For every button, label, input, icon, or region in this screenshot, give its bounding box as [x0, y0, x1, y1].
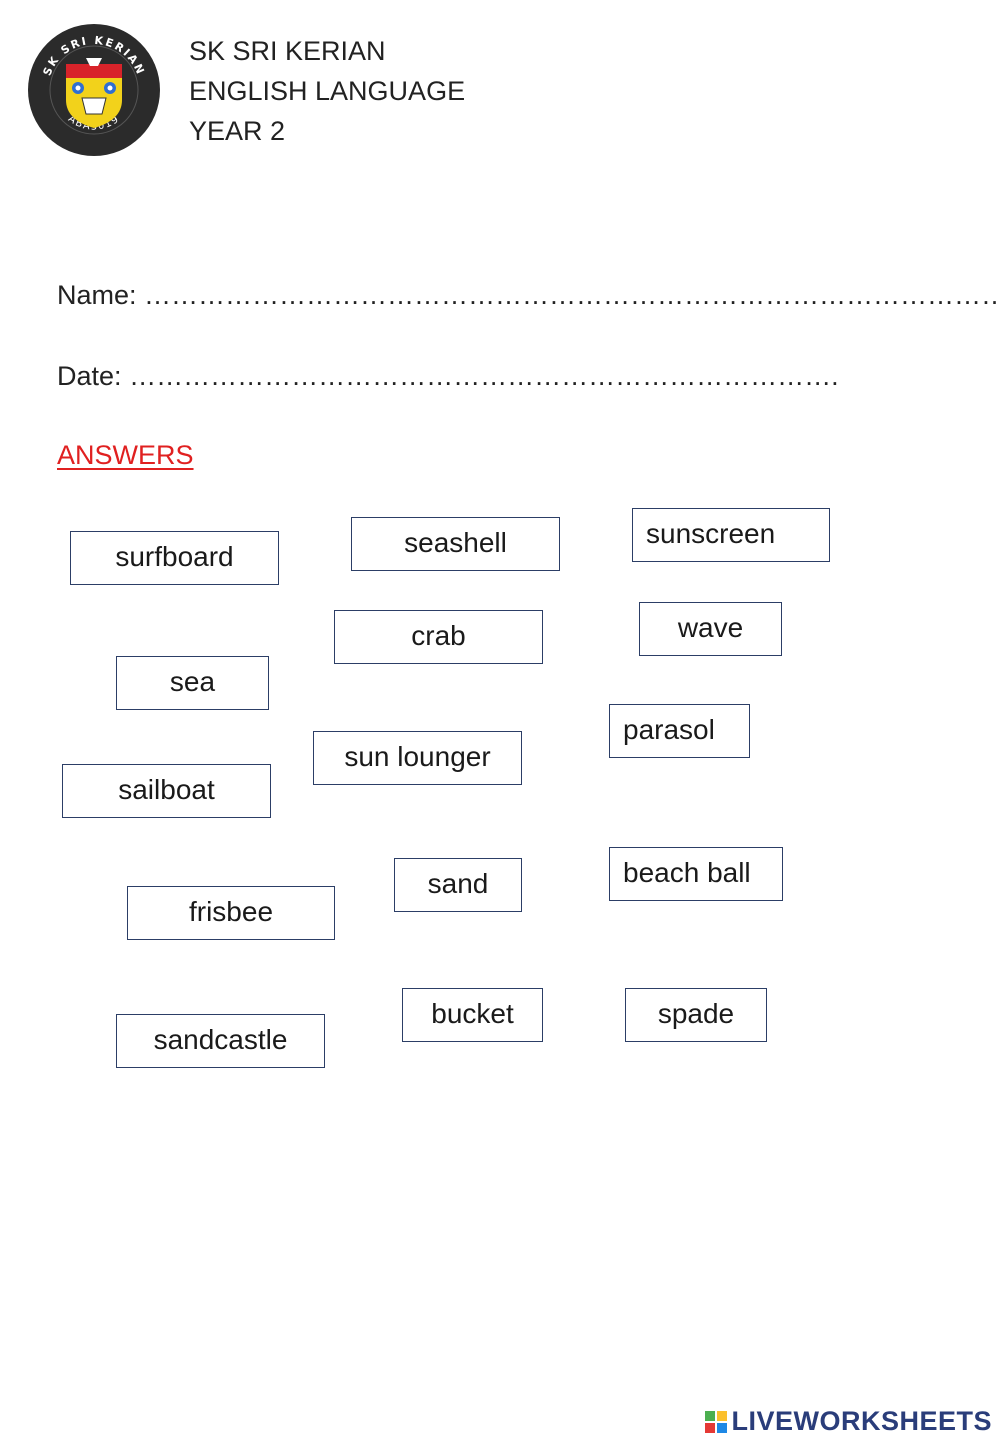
- word-box-parasol[interactable]: parasol: [609, 704, 750, 758]
- word-box-beach-ball[interactable]: beach ball: [609, 847, 783, 901]
- word-box-sea[interactable]: sea: [116, 656, 269, 710]
- word-box-spade[interactable]: spade: [625, 988, 767, 1042]
- word-box-bucket[interactable]: bucket: [402, 988, 543, 1042]
- word-box-seashell[interactable]: seashell: [351, 517, 560, 571]
- word-box-sand[interactable]: sand: [394, 858, 522, 912]
- school-name: SK SRI KERIAN: [189, 36, 386, 66]
- word-box-sun-lounger[interactable]: sun lounger: [313, 731, 522, 785]
- word-box-frisbee[interactable]: frisbee: [127, 886, 335, 940]
- liveworksheets-logo-icon: [705, 1410, 728, 1433]
- date-dots[interactable]: …………………………………………………………………….: [129, 361, 839, 391]
- word-box-sunscreen[interactable]: sunscreen: [632, 508, 830, 562]
- word-box-crab[interactable]: crab: [334, 610, 543, 664]
- name-field: Name: ……………………………………………………………………………………: [57, 280, 1000, 311]
- worksheet-header: SK SRI KERIAN ENGLISH LANGUAGE YEAR 2: [189, 31, 465, 151]
- word-box-surfboard[interactable]: surfboard: [70, 531, 279, 585]
- liveworksheets-brand[interactable]: LIVEWORKSHEETS: [705, 1406, 992, 1437]
- subject: ENGLISH LANGUAGE: [189, 76, 466, 106]
- year-level: YEAR 2: [189, 116, 286, 146]
- name-dots[interactable]: ……………………………………………………………………………………: [144, 280, 1000, 310]
- word-box-sandcastle[interactable]: sandcastle: [116, 1014, 325, 1068]
- school-logo: SK SRI KERIAN ABA3019: [28, 24, 160, 156]
- name-label: Name:: [57, 280, 137, 310]
- brand-name: LIVEWORKSHEETS: [731, 1406, 992, 1436]
- date-field: Date: …………………………………………………………………….: [57, 361, 839, 392]
- date-label: Date:: [57, 361, 122, 391]
- word-box-sailboat[interactable]: sailboat: [62, 764, 271, 818]
- word-box-wave[interactable]: wave: [639, 602, 782, 656]
- answers-heading: ANSWERS: [57, 440, 194, 470]
